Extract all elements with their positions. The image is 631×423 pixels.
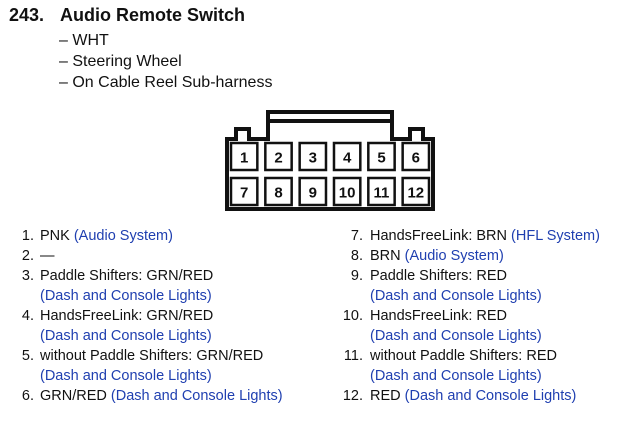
page-title: Audio Remote Switch <box>60 5 246 25</box>
pin-wire-label: Paddle Shifters: GRN/RED <box>40 268 214 284</box>
pin-wire-label: HandsFreeLink: GRN/RED <box>40 308 214 324</box>
cavity-number: 12 <box>407 185 424 202</box>
cavity-number: 4 <box>343 150 352 167</box>
system-link[interactable]: (Dash and Console Lights) <box>40 288 212 304</box>
pin-number: 6. <box>21 388 34 404</box>
detail-location: – Steering Wheel <box>59 53 182 70</box>
pin-number: 4. <box>21 308 34 324</box>
system-link[interactable]: (HFL System) <box>511 228 600 244</box>
pin-description: HandsFreeLink: RED <box>370 306 507 326</box>
connector-cavity <box>367 176 396 207</box>
pin-wire-label: — <box>40 248 55 264</box>
system-link[interactable]: (Dash and Console Lights) <box>404 388 577 404</box>
pin-wire-label: PNK <box>40 228 74 244</box>
pin-wire-label: without Paddle Shifters: RED <box>370 348 557 364</box>
pin-number: 1. <box>21 228 34 244</box>
connector-cavity <box>229 176 259 207</box>
cavity-number: 1 <box>240 150 248 167</box>
pin-description: HandsFreeLink: BRN (HFL System) <box>370 226 600 246</box>
section-number: 243. <box>9 5 45 25</box>
pin-description: without Paddle Shifters: GRN/RED <box>40 346 263 366</box>
connector-cavity <box>401 176 431 207</box>
pin-number: 7. <box>350 228 363 244</box>
pin-description: without Paddle Shifters: RED <box>370 346 557 366</box>
pin-description: PNK (Audio System) <box>40 226 173 246</box>
connector-cavity <box>298 176 328 207</box>
system-link[interactable]: (Dash and Console Lights) <box>40 328 212 344</box>
pin-description: BRN (Audio System) <box>370 246 504 266</box>
connector-cavity <box>401 141 431 172</box>
cavity-number: 8 <box>274 185 282 202</box>
cavity-number: 10 <box>339 185 356 202</box>
pin-wire-label: Paddle Shifters: RED <box>370 268 508 284</box>
pin-description: Paddle Shifters: RED <box>370 266 507 286</box>
pin-wire-label: HandsFreeLink: RED <box>370 308 507 324</box>
pin-number: 12. <box>342 388 363 404</box>
pin-description: HandsFreeLink: GRN/RED <box>40 306 213 326</box>
pin-number: 3. <box>21 268 34 284</box>
connector-cavity <box>229 141 259 172</box>
pin-description: Paddle Shifters: GRN/RED <box>40 266 213 286</box>
system-link[interactable]: (Dash and Console Lights) <box>40 368 212 384</box>
pin-wire-label: BRN <box>370 248 405 264</box>
pin-wire-label: without Paddle Shifters: GRN/RED <box>40 348 264 364</box>
system-link[interactable]: (Audio System) <box>73 228 173 244</box>
cavity-number: 7 <box>240 185 248 202</box>
connector-cavity <box>332 176 362 207</box>
connector-cavity <box>332 141 362 172</box>
pin-number: 11. <box>343 348 363 364</box>
pin-wire-label: GRN/RED <box>40 388 111 404</box>
cavity-number: 6 <box>412 150 420 167</box>
system-link[interactable]: (Dash and Console Lights) <box>370 288 542 304</box>
detail-color: – WHT <box>59 32 109 49</box>
cavity-number: 9 <box>309 185 317 202</box>
pin-wire-label: HandsFreeLink: BRN <box>370 228 512 244</box>
connector-housing <box>225 110 435 211</box>
detail-harness: – On Cable Reel Sub-harness <box>59 74 273 91</box>
pin-wire-label: RED <box>370 388 405 404</box>
cavity-number: 11 <box>374 185 390 202</box>
cavity-number: 3 <box>309 150 317 167</box>
pin-number: 9. <box>350 268 363 284</box>
pin-number: 2. <box>21 248 34 264</box>
pin-description: — <box>40 246 55 266</box>
pin-number: 8. <box>350 248 363 264</box>
system-link[interactable]: (Dash and Console Lights) <box>370 368 542 384</box>
pin-number: 5. <box>21 348 34 364</box>
cavity-number: 2 <box>274 150 282 167</box>
cavity-number: 5 <box>377 150 385 167</box>
pin-description: GRN/RED (Dash and Console Lights) <box>40 386 283 406</box>
system-link[interactable]: (Audio System) <box>404 248 504 264</box>
pin-description: RED (Dash and Console Lights) <box>370 386 576 406</box>
connector-cavity <box>367 141 396 172</box>
connector-cavity <box>298 141 328 172</box>
pin-number: 10. <box>342 308 363 324</box>
system-link[interactable]: (Dash and Console Lights) <box>110 388 283 404</box>
connector-cavity <box>264 141 293 172</box>
connector-cavity <box>264 176 293 207</box>
system-link[interactable]: (Dash and Console Lights) <box>370 328 542 344</box>
